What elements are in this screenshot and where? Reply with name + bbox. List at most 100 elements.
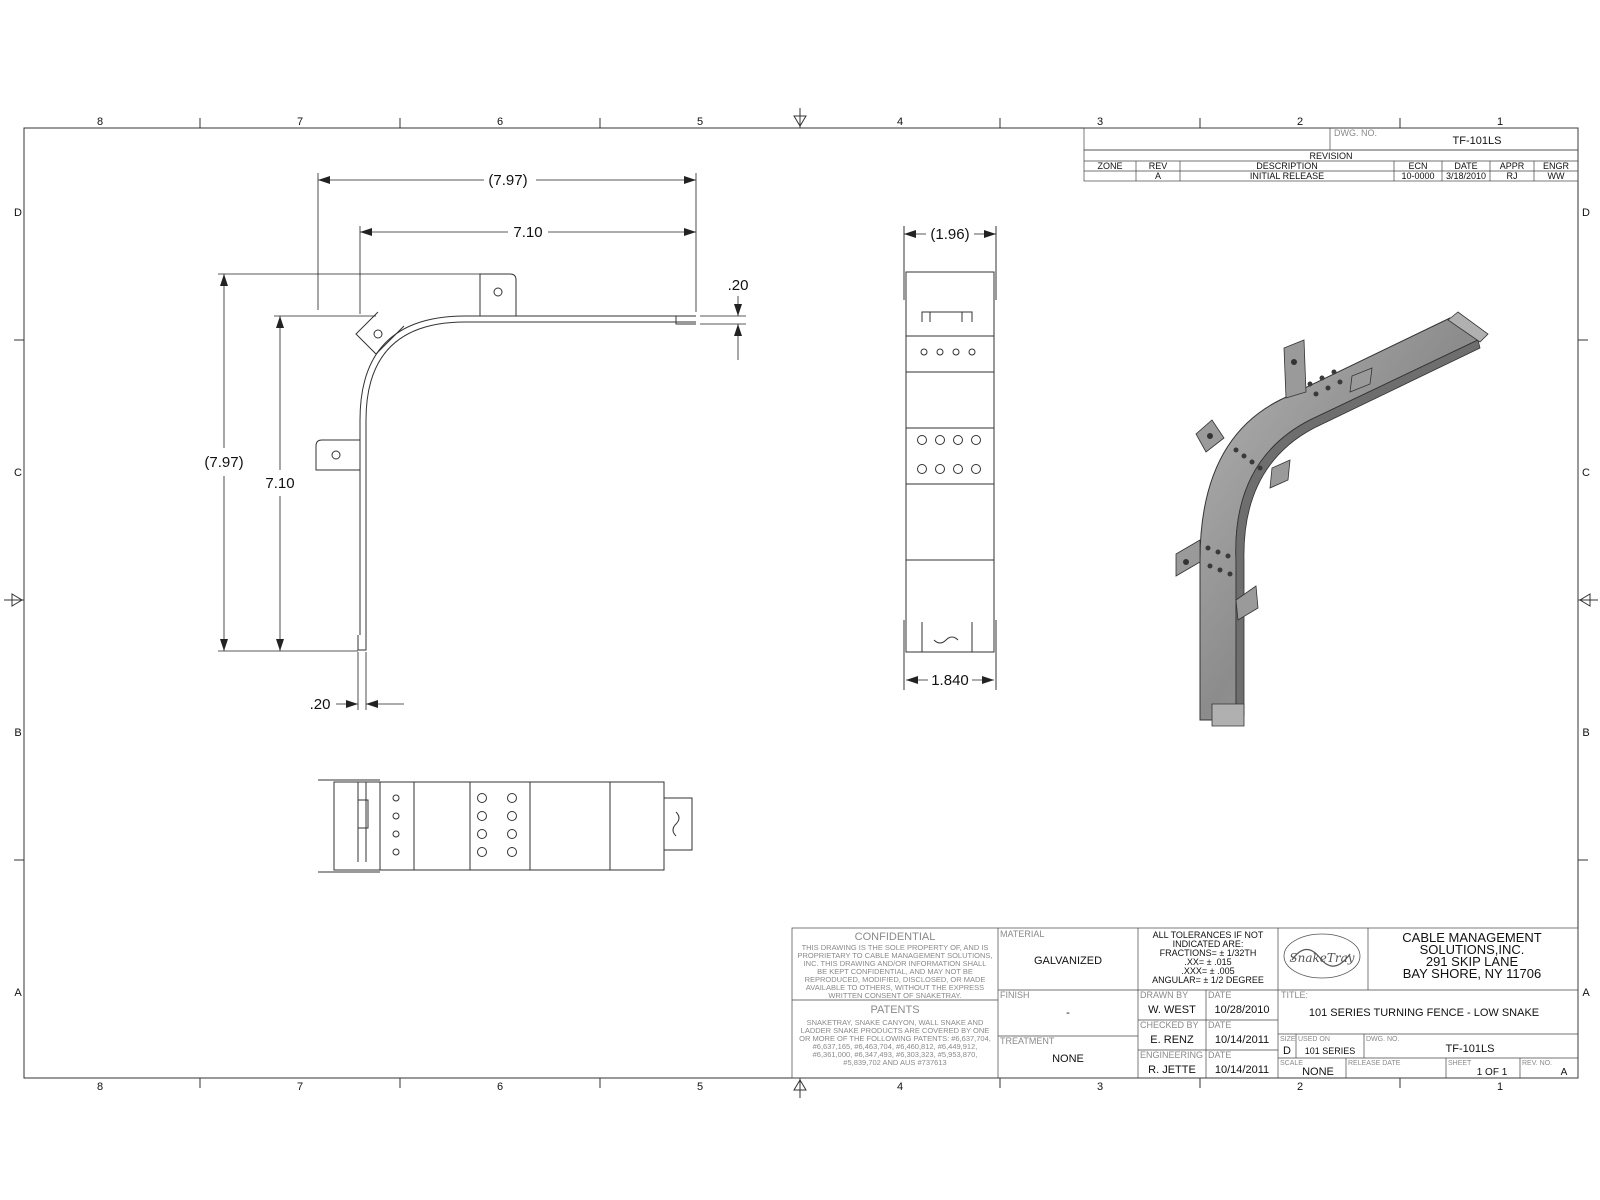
- rev-header: REV: [1149, 161, 1168, 171]
- col-label: 6: [497, 116, 503, 128]
- company-line: 291 SKIP LANE: [1426, 954, 1519, 969]
- confidential-line: INC. THIS DRAWING AND/OR INFORMATION SHA…: [804, 959, 987, 968]
- material-label: MATERIAL: [1000, 929, 1044, 939]
- col-label: 3: [1097, 1081, 1103, 1093]
- checked-by-label: CHECKED BY: [1140, 1020, 1199, 1030]
- drawn-by-label: DRAWN BY: [1140, 990, 1188, 1000]
- row-label: C: [14, 467, 22, 479]
- rev-header: ENGR: [1543, 161, 1570, 171]
- patents-line: #5,839,702 AND AUS #737613: [843, 1058, 946, 1067]
- front-view: [315, 273, 696, 651]
- rev-value: A: [1561, 1067, 1568, 1078]
- finish-value: -: [1066, 1007, 1070, 1019]
- checked-date: 10/14/2011: [1215, 1034, 1269, 1046]
- tolerance-line: .XX= ± .015: [1184, 957, 1231, 967]
- used-on-label: USED ON: [1298, 1036, 1330, 1043]
- sheet-value: 1 OF 1: [1477, 1067, 1508, 1078]
- row-labels-right: D C B A: [1582, 207, 1590, 999]
- tolerance-line: INDICATED ARE:: [1173, 939, 1244, 949]
- checked-by: E. RENZ: [1150, 1034, 1194, 1046]
- rev-cell: A: [1155, 171, 1161, 181]
- centering-marks: [4, 108, 1598, 1098]
- dim-right-offset: .20: [728, 277, 749, 294]
- row-label: B: [14, 727, 21, 739]
- company-line: BAY SHORE, NY 11706: [1403, 966, 1542, 981]
- dim-top-overall: (7.97): [488, 172, 527, 189]
- drawn-date: 10/28/2010: [1214, 1004, 1269, 1016]
- col-label: 2: [1297, 116, 1303, 128]
- scale-label: SCALE: [1280, 1060, 1303, 1067]
- title-label: TITLE:: [1281, 990, 1308, 1000]
- sheet-border: [23, 127, 1579, 1079]
- patents-line: #6,361,000, #6,347,493, #6,303,323, #5,9…: [813, 1050, 978, 1059]
- dwg-no-label: DWG. NO.: [1334, 128, 1377, 138]
- col-label: 2: [1297, 1081, 1303, 1093]
- dim-left-inner: 7.10: [265, 475, 294, 492]
- dim-left-overall: (7.97): [204, 454, 243, 471]
- tolerance-line: ANGULAR= ± 1/2 DEGREE: [1152, 975, 1264, 985]
- dwg-no-value: TF-101LS: [1453, 135, 1502, 147]
- scale-value: NONE: [1302, 1066, 1334, 1078]
- rev-cell: 10-0000: [1401, 171, 1434, 181]
- col-label: 5: [697, 116, 703, 128]
- isometric-view: [1175, 311, 1489, 727]
- col-label: 1: [1497, 1081, 1503, 1093]
- rev-header: DESCRIPTION: [1256, 161, 1318, 171]
- tolerance-line: FRACTIONS= ± 1/32TH: [1160, 948, 1257, 958]
- col-label: 1: [1497, 116, 1503, 128]
- size-value: D: [1283, 1045, 1291, 1057]
- drawn-date-label: DATE: [1208, 990, 1231, 1000]
- eng-date: 10/14/2011: [1215, 1064, 1269, 1076]
- column-labels-top: 8 7 6 5 4 3 2 1: [97, 116, 1503, 128]
- row-labels-left: D C B A: [14, 207, 22, 999]
- col-label: 8: [97, 1081, 103, 1093]
- sheet-label: SHEET: [1448, 1060, 1472, 1067]
- confidential-line: REPRODUCED, MODIFIED, DISCLOSED, OR MADE: [805, 975, 986, 984]
- drawing-title: 101 SERIES TURNING FENCE - LOW SNAKE: [1309, 1007, 1539, 1019]
- column-labels-bottom: 8 7 6 5 4 3 2 1: [97, 1081, 1503, 1093]
- confidential-line: PROPRIETARY TO CABLE MANAGEMENT SOLUTION…: [797, 951, 992, 960]
- finish-label: FINISH: [1000, 990, 1030, 1000]
- confidential-line: BE KEPT CONFIDENTIAL, AND MAY NOT BE: [817, 967, 973, 976]
- confidential-line: AVAILABLE TO OTHERS, WITHOUT THE EXPRESS: [806, 983, 984, 992]
- row-label: D: [1582, 207, 1590, 219]
- revision-block: DWG. NO. TF-101LS REVISION ZONE REV DESC…: [1083, 127, 1579, 182]
- col-label: 3: [1097, 116, 1103, 128]
- bottom-view: [318, 779, 693, 873]
- col-label: 7: [297, 1081, 303, 1093]
- col-label: 6: [497, 1081, 503, 1093]
- rev-header: ECN: [1408, 161, 1427, 171]
- release-label: RELEASE DATE: [1348, 1060, 1401, 1067]
- drawn-by: W. WEST: [1148, 1004, 1196, 1016]
- rev-header: APPR: [1500, 161, 1525, 171]
- patents-title: PATENTS: [870, 1004, 919, 1016]
- patents-line: LADDER SNAKE PRODUCTS ARE COVERED BY ONE: [801, 1026, 990, 1035]
- rev-label: REV. NO.: [1522, 1060, 1552, 1067]
- dim-bottom-offset: .20: [310, 696, 331, 713]
- used-on-value: 101 SERIES: [1305, 1046, 1356, 1056]
- material-value: GALVANIZED: [1034, 955, 1102, 967]
- patents-line: SNAKETRAY, SNAKE CANYON, WALL SNAKE AND: [807, 1018, 984, 1027]
- rev-cell: 3/18/2010: [1446, 171, 1486, 181]
- eng-date-label: DATE: [1208, 1050, 1231, 1060]
- engineering: R. JETTE: [1148, 1064, 1196, 1076]
- col-label: 7: [297, 116, 303, 128]
- patents-line: #6,637,165, #6,463,704, #6,460,812, #6,4…: [813, 1042, 978, 1051]
- row-label: A: [14, 987, 22, 999]
- snaketray-logo: SnakeTray: [1283, 933, 1361, 979]
- title-block: CONFIDENTIAL THIS DRAWING IS THE SOLE PR…: [791, 927, 1579, 1079]
- revision-title: REVISION: [1309, 151, 1352, 161]
- dim-side-width: (1.96): [930, 226, 969, 243]
- side-view: [903, 226, 997, 690]
- company-line: SOLUTIONS,INC.: [1420, 942, 1525, 957]
- rev-cell: RJ: [1507, 171, 1518, 181]
- tolerance-line: ALL TOLERANCES IF NOT: [1153, 930, 1264, 940]
- dwg-no-label: DWG. NO.: [1366, 1036, 1399, 1043]
- col-label: 5: [697, 1081, 703, 1093]
- dwg-no: TF-101LS: [1446, 1043, 1495, 1055]
- dim-side-bottom: 1.840: [931, 672, 969, 689]
- confidential-line: THIS DRAWING IS THE SOLE PROPERTY OF, AN…: [802, 943, 989, 952]
- col-label: 8: [97, 116, 103, 128]
- rev-header: DATE: [1454, 161, 1477, 171]
